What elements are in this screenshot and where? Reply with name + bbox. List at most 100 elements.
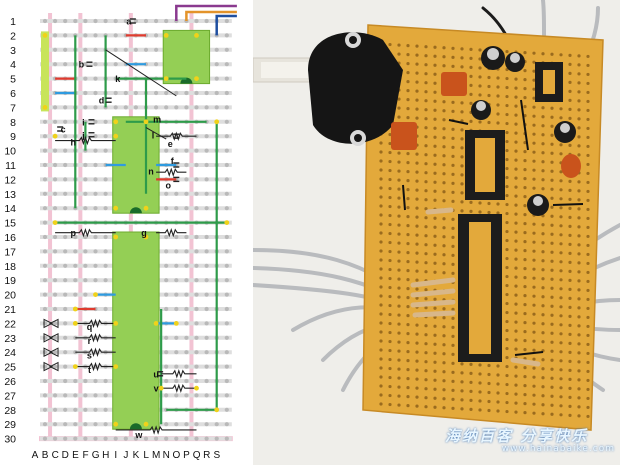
perfboard-hole (550, 196, 554, 200)
row-label: 30 (4, 434, 16, 446)
perfboard-hole (568, 197, 572, 201)
perfboard-hole (469, 65, 473, 69)
hole-dot (63, 191, 68, 196)
row-label: 4 (10, 59, 16, 71)
hole-dot (113, 18, 118, 24)
perfboard-hole (523, 411, 527, 415)
perfboard-hole (397, 250, 401, 254)
perfboard-hole (559, 215, 563, 219)
perfboard-hole (559, 377, 563, 381)
perfboard-hole (442, 352, 446, 356)
perfboard-hole (559, 269, 563, 273)
perfboard-hole (541, 115, 545, 119)
perfboard-hole (388, 357, 392, 362)
hole-dot (53, 436, 58, 441)
perfboard-hole (550, 277, 554, 281)
perfboard-hole (442, 118, 446, 122)
hole-dot (103, 436, 108, 441)
perfboard-hole (433, 117, 437, 121)
perfboard-hole (406, 71, 410, 75)
hole-dot (113, 33, 118, 38)
perfboard-hole (460, 173, 464, 177)
component-label: s (87, 351, 92, 361)
perfboard-hole (397, 304, 401, 308)
perfboard-hole (505, 157, 509, 162)
perfboard-hole (379, 231, 383, 235)
perfboard-hole (577, 198, 581, 202)
perfboard-hole (460, 47, 464, 51)
perfboard-hole (415, 107, 419, 111)
hole-dot (224, 191, 229, 196)
perfboard-hole (577, 369, 581, 373)
hole-dot (73, 378, 78, 384)
perfboard-hole (559, 386, 563, 390)
hole-dot (214, 47, 219, 52)
hole-dot (164, 364, 169, 369)
hole-dot (164, 335, 169, 340)
perfboard-hole (532, 69, 536, 73)
perfboard-hole (523, 303, 527, 307)
hole-dot (204, 105, 209, 110)
hole-dot (174, 191, 179, 196)
column-label: E (72, 450, 79, 461)
perfboard-hole (415, 53, 419, 57)
perfboard-hole (406, 44, 410, 48)
perfboard-hole (541, 268, 545, 272)
perfboard-hole (586, 117, 590, 122)
hole-dot (154, 47, 159, 52)
perfboard-hole (388, 159, 392, 164)
hole-dot (164, 105, 169, 110)
perfboard-hole (469, 398, 473, 402)
perfboard-hole (433, 99, 437, 103)
perfboard-hole (550, 169, 554, 173)
diode (43, 318, 54, 329)
perfboard-hole (505, 247, 509, 252)
hole-dot (53, 364, 58, 369)
perfboard-hole (379, 321, 383, 325)
perfboard-hole (514, 338, 518, 342)
perfboard-hole (586, 63, 590, 68)
ic-notch (129, 423, 142, 430)
perfboard-hole (460, 362, 464, 366)
perfboard-hole (388, 366, 392, 371)
perfboard-hole (442, 406, 446, 410)
hole-dot (103, 18, 108, 24)
hole-dot (194, 191, 199, 196)
perfboard-hole (532, 393, 536, 397)
hole-dot (174, 335, 179, 340)
hole-dot (184, 90, 189, 96)
perfboard-hole (505, 283, 509, 288)
perfboard-hole (415, 242, 419, 246)
perfboard-hole (388, 393, 392, 398)
perfboard-hole (523, 231, 527, 235)
perfboard-hole (388, 312, 392, 317)
perfboard-hole (568, 251, 572, 255)
hole-dot (184, 321, 189, 326)
perfboard-hole (586, 261, 590, 266)
hole-dot (73, 422, 78, 427)
hole-dot (63, 436, 68, 441)
perfboard-hole (577, 216, 581, 220)
solder-point (194, 33, 199, 38)
perfboard-hole (586, 288, 590, 293)
perfboard-hole (451, 307, 455, 311)
perfboard-hole (505, 391, 509, 396)
perfboard-hole (505, 184, 509, 189)
perfboard-hole (559, 53, 563, 57)
solder-point (42, 105, 48, 110)
perfboard-hole (460, 182, 464, 186)
hole-dot (164, 206, 169, 211)
jumper-wires (402, 99, 584, 356)
solder-point (158, 385, 164, 391)
hole-dot (194, 378, 199, 384)
column-label: A (32, 450, 39, 461)
perfboard-hole (478, 84, 482, 88)
perfboard-hole (505, 193, 509, 198)
perfboard-hole (451, 145, 455, 149)
perfboard-hole (586, 396, 590, 401)
perfboard-hole (397, 160, 401, 164)
hole-dot (63, 364, 68, 369)
perfboard-hole (397, 106, 401, 110)
perfboard-hole (568, 269, 572, 273)
perfboard-hole (586, 306, 590, 311)
